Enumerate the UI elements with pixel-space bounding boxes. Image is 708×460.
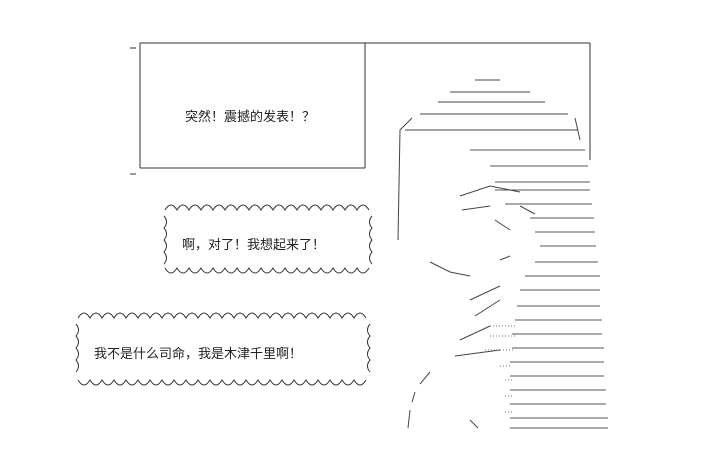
cloud-bubble-top xyxy=(163,204,373,274)
ascii-art-figure xyxy=(397,79,608,429)
cloud-top-text: 啊，对了！我想起来了！ xyxy=(182,238,326,253)
cloud-bubble-bottom xyxy=(75,312,371,386)
caption-panel-text: 突然！震撼的发表！？ xyxy=(185,110,316,125)
cloud-bottom-text: 我不是什么司命，我是木津千里啊！ xyxy=(94,347,303,362)
caption-box xyxy=(130,42,591,175)
